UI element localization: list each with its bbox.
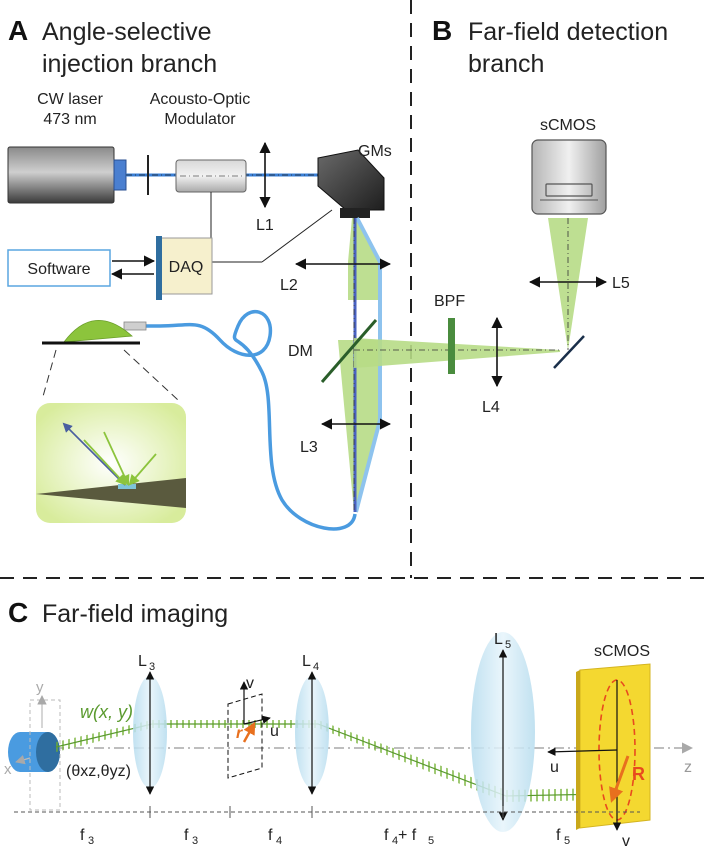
inset-incident-ray-3 [128,453,157,486]
wavefront-label: w(x, y) [80,702,133,722]
z-axis-label: z [684,759,692,776]
scmos-sensor-edge [576,670,580,830]
f3b-sub: 3 [192,835,198,847]
y-axis-label: y [36,679,44,696]
zoom-line-left [41,349,57,401]
svg-text:f: f [384,827,389,844]
inset-emitter [118,484,136,489]
lens-l1-label: L1 [256,217,274,234]
lens-l3-c-sub: 3 [149,661,155,673]
laser-aperture [113,159,127,191]
bandpass-filter [448,318,455,374]
svg-text:+ f: + f [398,827,417,844]
panel-b-title-line2: branch [468,50,544,78]
lens-l5-c-sub: 5 [505,639,511,651]
software-box [7,249,111,287]
angles-label: (θxz,θyz) [66,763,131,780]
lens-l3-label: L3 [300,439,318,456]
fourier-v-label: v [246,675,254,692]
daq-box [157,237,213,295]
laser-label-line2: 473 nm [43,111,96,128]
galvo-mirrors [317,149,385,211]
optical-fiber [140,309,357,531]
bpf-label: BPF [434,293,465,310]
aom-label-line1: Acousto-Optic [150,91,250,108]
zoom-line-right [123,349,179,401]
inset-substrate [36,478,186,508]
scmos-u-label: u [550,759,559,776]
fourier-r-vector [242,721,256,743]
scmos-R-vector [609,755,630,803]
lens-l4-c-sub: 4 [313,661,319,673]
panel-a-title-line2: injection branch [42,50,217,78]
fourier-plane [227,693,263,779]
x-axis-label: x [4,761,12,778]
scmos-v-label: v [622,833,630,850]
f3a-label: f [80,827,85,844]
inset-incident-ray-2 [103,431,130,486]
fluorescence-detection-beam [354,338,560,368]
lens-l5-label: L5 [612,275,630,292]
lens-l3-c-label: L [138,653,147,670]
lens-l5-c-label: L [494,631,503,648]
fiber-ferrule [123,321,147,331]
inset-incident-ray-1 [83,439,127,486]
fourier-u-label: u [270,723,279,740]
scmos-camera-b [531,139,607,215]
lens-l4-c-label: L [302,653,311,670]
aom-label-line2: Modulator [164,111,236,128]
lens-l2-label: L2 [280,277,298,294]
fourier-r-label: r [236,725,243,742]
scmos-u-axis [547,747,618,756]
inset-emission-ray [62,422,126,486]
f3b-label: f [184,827,189,844]
focal-ticks [149,806,504,818]
source-emitter [8,732,60,772]
panel-b-title-line1: Far-field detection [468,18,668,46]
panel-a-title-line1: Angle-selective [42,18,212,46]
f45-label: f 4 + f 5 [384,827,434,847]
daq-to-gm-wire-2 [261,209,333,263]
laser-label-line1: CW laser [37,91,103,108]
f5-sub: 5 [564,835,570,847]
panel-c-letter: C [8,597,28,628]
panel-c-title: Far-field imaging [42,600,228,628]
daq-label: DAQ [169,259,204,276]
dichroic-mirror [320,319,378,383]
sample-dome [63,320,133,343]
f3a-sub: 3 [88,835,94,847]
source-x-axis [15,755,31,765]
scmos-label-c: sCMOS [594,643,650,660]
f5-label: f [556,827,561,844]
panel-b-letter: B [432,15,452,46]
scmos-R-label: R [632,764,645,784]
gms-label: GMs [358,143,392,160]
f4-sub: 4 [276,835,282,847]
svg-text:4: 4 [392,835,398,847]
svg-text:5: 5 [428,835,434,847]
dm-label: DM [288,343,313,360]
cw-laser [7,146,115,204]
lens-l4-label: L4 [482,399,500,416]
fold-mirror [553,335,585,369]
scmos-label-b: sCMOS [540,117,596,134]
panel-a-letter: A [8,15,28,46]
daq-connector [156,236,162,300]
scmos-sensor [579,663,651,829]
f4-label: f [268,827,273,844]
galvo-mount [340,208,370,218]
software-label: Software [27,261,90,278]
